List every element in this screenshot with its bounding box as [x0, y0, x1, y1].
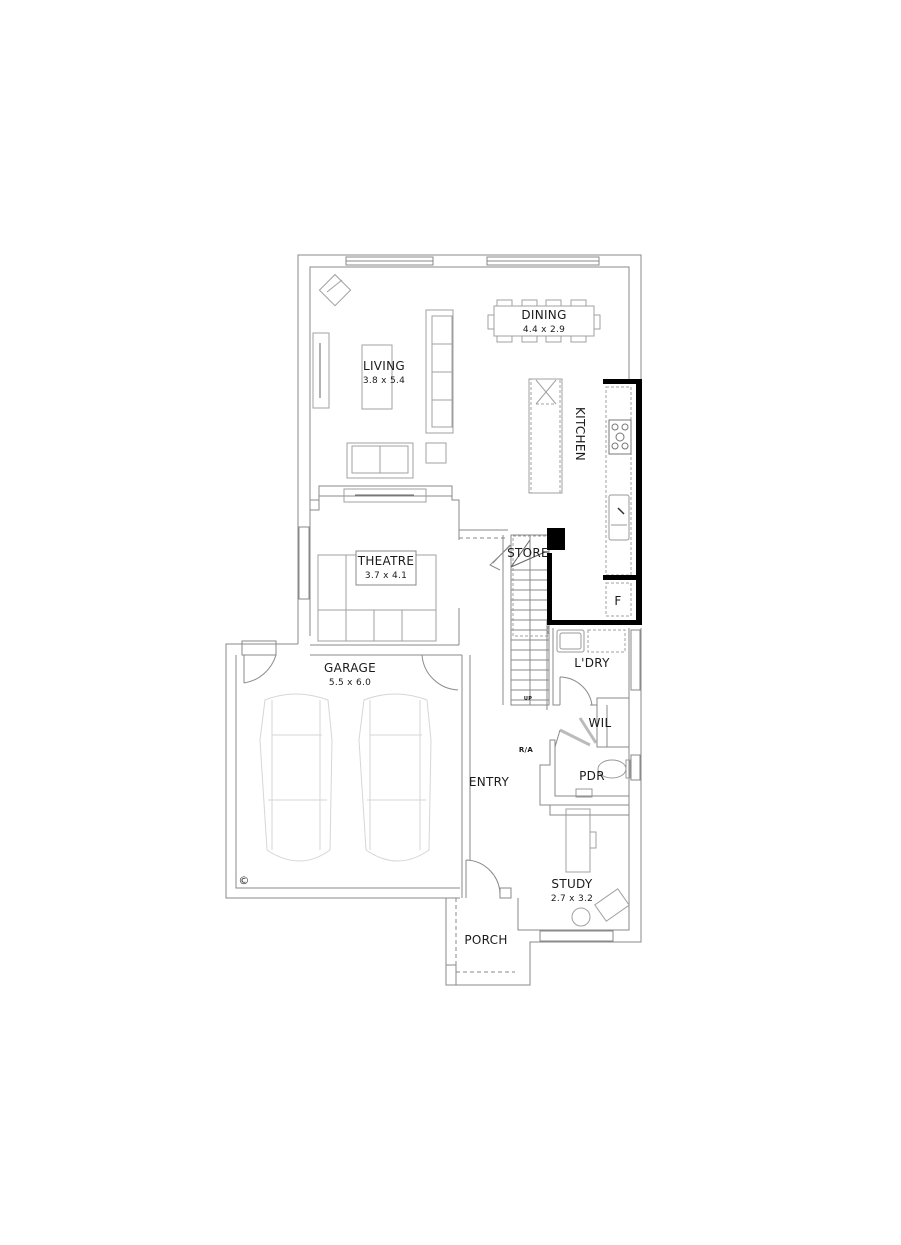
pdr-window: [630, 754, 641, 781]
car-right: [358, 693, 432, 862]
label-stairs-up: UP: [523, 696, 533, 702]
kitchen-solid-wall: [547, 379, 642, 625]
kitchen-bench: [605, 386, 632, 576]
washer-space: [587, 629, 626, 653]
study-window: [539, 930, 614, 942]
kitchen-island: [530, 378, 561, 494]
label-entry: ENTRY: [468, 775, 510, 789]
label-fridge: F: [614, 594, 622, 608]
pdr-door: [559, 728, 591, 747]
toilet-icon: [597, 759, 631, 779]
copyright-icon: ©: [238, 874, 250, 887]
island-outline: [528, 378, 563, 494]
wil-door: [578, 717, 598, 744]
label-wil: WIL: [588, 716, 612, 730]
theatre-furniture: [317, 488, 437, 642]
dining-table: [487, 299, 601, 343]
label-garage: GARAGE 5.5 x 6.0: [323, 661, 377, 688]
cooktop-icon: [608, 419, 632, 455]
study-furniture: [565, 808, 630, 927]
label-theatre: THEATRE 3.7 x 4.1: [357, 554, 415, 581]
front-door: [465, 859, 512, 899]
service-walls: [461, 620, 630, 930]
label-study: STUDY 2.7 x 3.2: [550, 877, 594, 904]
label-laundry: L'DRY: [574, 656, 610, 670]
label-porch: PORCH: [464, 933, 508, 947]
top-windows: [345, 256, 600, 266]
fridge-space: [605, 582, 632, 617]
label-kitchen: KITCHEN: [573, 406, 587, 462]
label-living: LIVING 3.8 x 5.4: [362, 359, 406, 386]
theatre-window: [298, 526, 310, 600]
label-dining: DINING 4.4 x 2.9: [521, 308, 567, 335]
garage-doors: [241, 640, 459, 691]
label-pdr: PDR: [579, 769, 605, 783]
laundry-door-swing: [559, 676, 593, 706]
car-left: [259, 693, 333, 862]
sink-icon: [608, 494, 630, 541]
laundry-window: [630, 629, 641, 691]
theatre-walls: [310, 485, 508, 656]
label-store: STORE: [507, 546, 549, 560]
staircase: [489, 534, 550, 706]
living-furniture: [312, 273, 454, 479]
label-return-air: R/A: [518, 746, 534, 754]
laundry-tub-icon: [556, 629, 585, 653]
basin-icon: [575, 788, 593, 798]
exterior-walls: [225, 254, 642, 986]
